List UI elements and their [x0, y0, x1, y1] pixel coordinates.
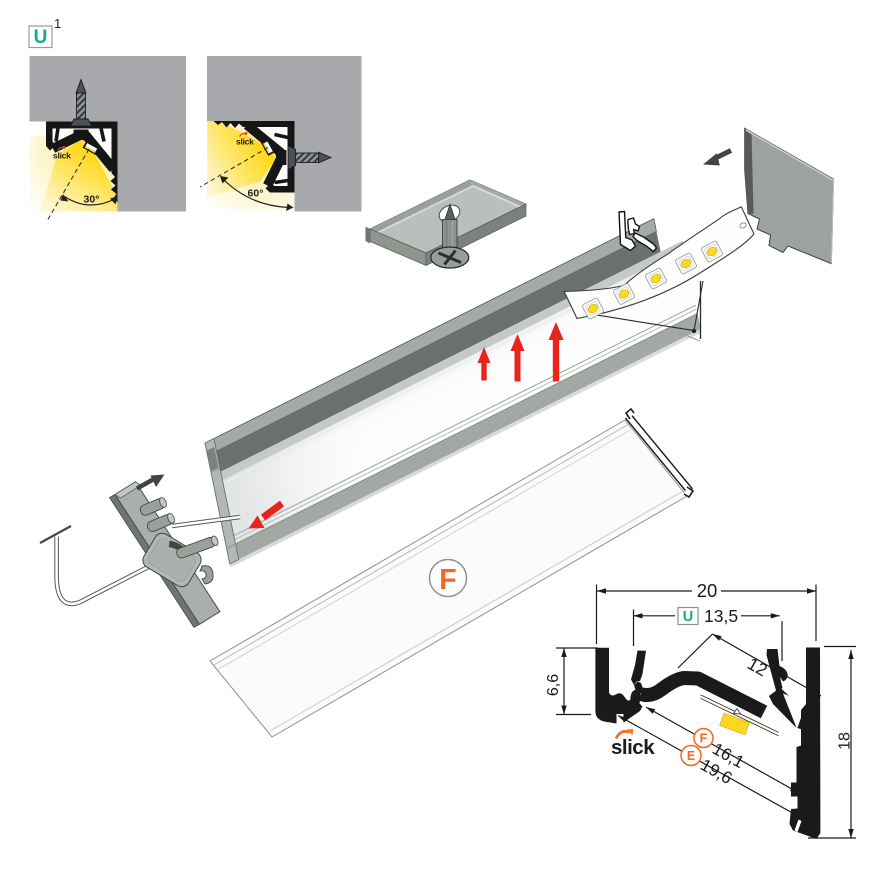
svg-text:F: F [439, 564, 456, 596]
svg-text:slick: slick [611, 736, 655, 759]
svg-text:F: F [700, 732, 708, 746]
svg-text:U: U [34, 27, 48, 48]
svg-text:6,6: 6,6 [545, 674, 562, 696]
svg-text:slick: slick [53, 151, 71, 161]
svg-text:12: 12 [744, 653, 771, 680]
svg-text:20: 20 [697, 580, 718, 601]
svg-text:18: 18 [837, 732, 854, 750]
svg-text:60°: 60° [248, 188, 264, 200]
svg-text:U: U [683, 609, 693, 625]
svg-text:13,5: 13,5 [704, 606, 738, 626]
svg-text:slick: slick [236, 137, 254, 147]
svg-text:1: 1 [54, 16, 61, 31]
svg-text:30°: 30° [84, 194, 100, 206]
svg-text:E: E [687, 749, 695, 763]
